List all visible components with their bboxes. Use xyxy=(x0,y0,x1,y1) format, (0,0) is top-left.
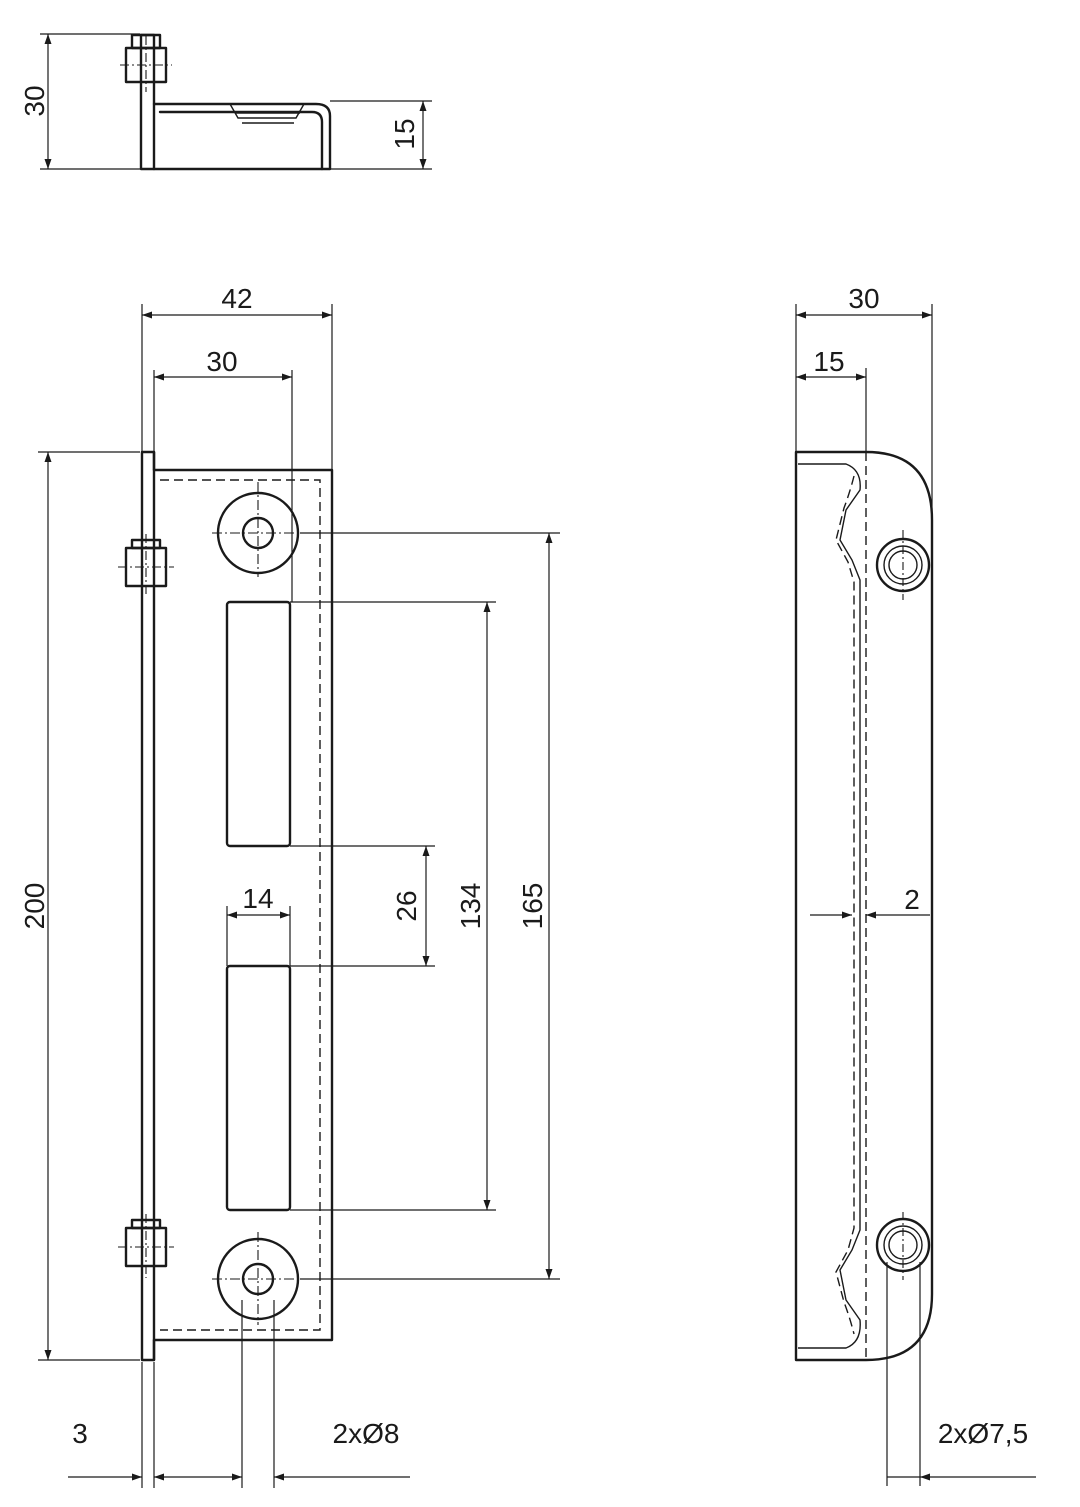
side-view: 30 15 2 2xØ7,5 xyxy=(794,283,1036,1486)
side-hole-callout: 2xØ7,5 xyxy=(938,1418,1028,1449)
side-view-outline xyxy=(794,450,934,1362)
side-view-hidden-line xyxy=(835,475,855,1335)
front-dim-3: 3 xyxy=(68,1362,200,1488)
front-slot-gap-label: 26 xyxy=(391,890,422,921)
front-dim-26: 26 xyxy=(290,845,435,967)
top-height-label: 30 xyxy=(19,85,50,116)
front-view-bolt-icon-top xyxy=(118,534,174,596)
front-slot-span-label: 134 xyxy=(455,883,486,930)
front-dim-14: 14 xyxy=(226,883,291,966)
side-view-hole-top xyxy=(875,530,931,600)
front-dim-30: 30 xyxy=(153,346,293,602)
front-hole-callout: 2xØ8 xyxy=(333,1418,400,1449)
front-dim-200: 200 xyxy=(19,451,140,1361)
top-view: 30 15 xyxy=(19,33,432,171)
front-dim-42: 42 xyxy=(141,283,333,470)
side-wall-label: 2 xyxy=(904,884,920,915)
front-height-label: 200 xyxy=(19,883,50,930)
front-plate-width-label: 30 xyxy=(206,346,237,377)
front-view-hole-bottom xyxy=(212,1232,302,1325)
top-view-outline xyxy=(139,33,332,171)
side-view-inner-profile xyxy=(798,463,861,1349)
top-view-dim-30: 30 xyxy=(19,33,140,170)
front-thickness-label: 3 xyxy=(72,1418,88,1449)
side-depth-label: 30 xyxy=(848,283,879,314)
front-view-slot-bottom xyxy=(225,964,292,1212)
front-view-hole-top xyxy=(212,482,302,577)
side-dim-15: 15 xyxy=(796,346,867,452)
front-width-label: 42 xyxy=(221,283,252,314)
front-view-plate xyxy=(140,450,334,1362)
front-dim-165: 165 xyxy=(300,532,560,1280)
front-hole-spacing-label: 165 xyxy=(517,883,548,930)
side-view-hole-bottom xyxy=(875,1212,931,1280)
top-view-bolt-icon xyxy=(120,33,172,92)
front-dim-hole: 2xØ8 xyxy=(200,1300,410,1488)
top-view-dim-15: 15 xyxy=(330,100,432,170)
front-view: 42 30 200 165 134 xyxy=(19,283,560,1488)
front-slot-width-label: 14 xyxy=(242,883,273,914)
side-dim-30: 30 xyxy=(795,283,933,520)
front-dim-134: 134 xyxy=(290,601,496,1211)
side-inner-depth-label: 15 xyxy=(813,346,844,377)
front-view-slot-top xyxy=(225,600,292,848)
side-dim-hole: 2xØ7,5 xyxy=(886,1262,1036,1486)
front-view-bolt-icon-bottom xyxy=(118,1214,174,1278)
top-flange-label: 15 xyxy=(389,118,420,149)
side-dim-2: 2 xyxy=(810,884,930,919)
